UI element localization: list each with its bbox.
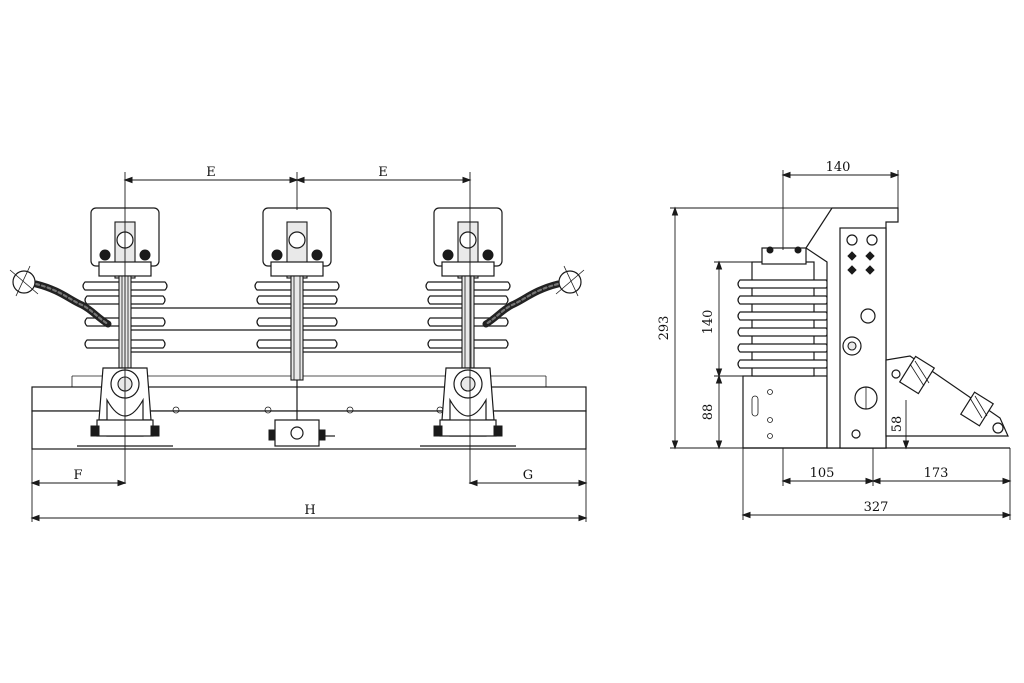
side-mechanism (805, 207, 1009, 449)
front-view: E E F G H (9, 165, 588, 522)
grounding-cable-left (9, 265, 112, 328)
dim-label-overall-height: 293 (657, 316, 672, 341)
dim-label-overall-width: 327 (864, 500, 889, 515)
dim-label-h: H (304, 503, 315, 518)
side-dimensions (670, 170, 1012, 520)
dim-fgh (30, 449, 588, 522)
dim-label-right-span: 173 (924, 466, 949, 481)
pole-center (254, 207, 340, 447)
side-insulator (737, 246, 829, 377)
dim-label-small-offset: 58 (890, 416, 905, 433)
dim-label-e-left: E (206, 165, 216, 180)
dim-label-f: F (73, 468, 82, 483)
dim-label-left-span: 105 (810, 466, 835, 481)
dim-label-base-height: 88 (701, 404, 716, 421)
dim-label-top-width: 140 (826, 160, 851, 175)
dim-label-g: G (523, 468, 533, 483)
grounding-cable-right (482, 265, 585, 328)
side-view: 140 293 140 88 58 105 173 327 (657, 160, 1012, 520)
dim-label-e-right: E (378, 165, 388, 180)
dim-label-insulator-height: 140 (701, 310, 716, 335)
dim-e (123, 172, 472, 484)
side-base (742, 375, 828, 449)
